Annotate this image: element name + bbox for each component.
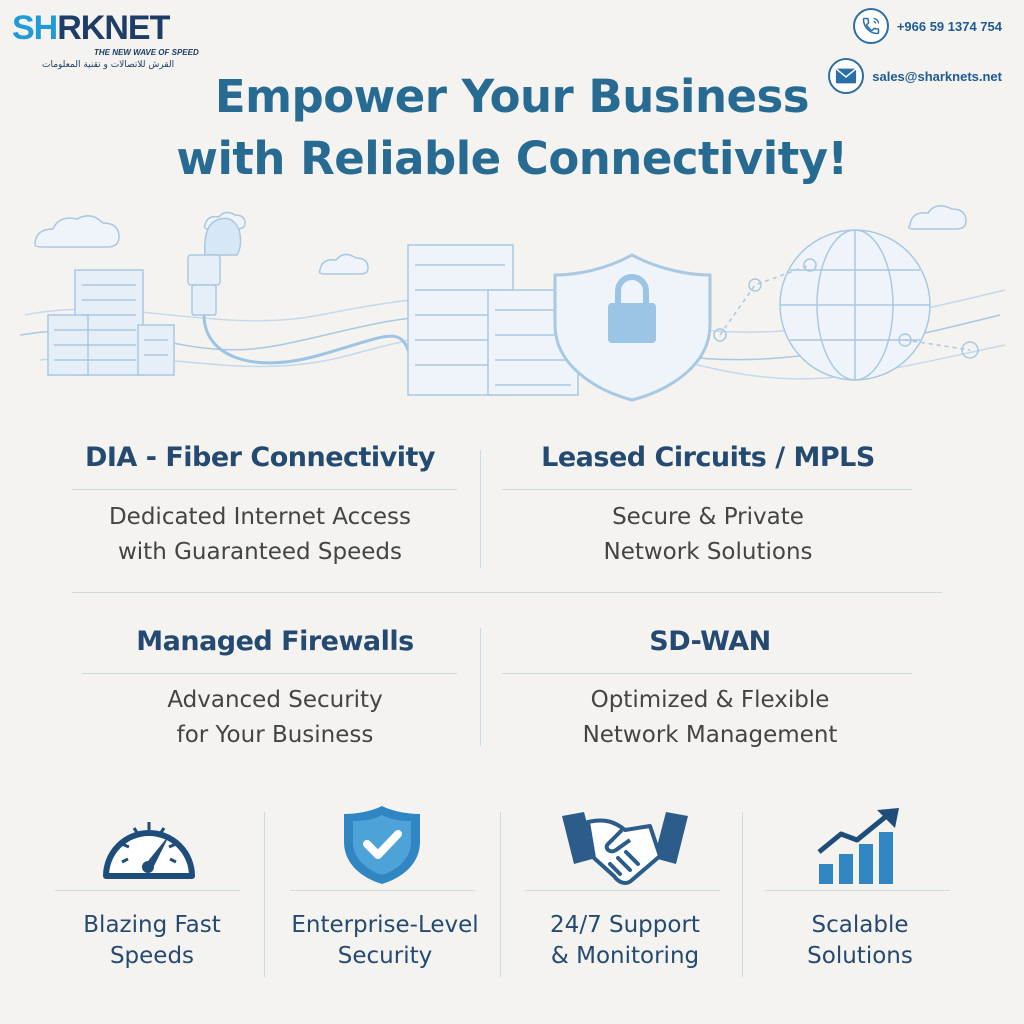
divider [525,890,720,891]
shield-check-icon [344,806,420,884]
divider [72,489,457,490]
service-desc-dia: Dedicated Internet Access with Guarantee… [108,504,412,565]
divider [502,489,912,490]
envelope-icon [828,58,865,94]
brand-wordmark: SHRKNET [12,9,170,47]
divider [502,673,912,674]
globe-icon [713,229,979,381]
handshake-icon [562,812,688,885]
feature-label-support: 24/7 Support & Monitoring [550,912,700,969]
divider [500,812,501,977]
phone-icon [852,8,889,44]
feature-label-scalable: Scalable Solutions [807,912,913,969]
divider [72,592,942,593]
service-title-sdwan: SD-WAN [649,626,771,657]
email-address: sales@sharknets.net [872,68,1002,84]
divider [480,628,481,746]
brand-tagline: THE NEW WAVE OF SPEED [94,48,199,57]
network-illustration [20,205,1006,402]
service-desc-firewalls: Advanced Security for Your Business [167,687,383,748]
divider [290,890,475,891]
service-title-firewalls: Managed Firewalls [136,626,414,657]
speedometer-icon [103,822,195,879]
divider [82,673,457,674]
divider [742,812,743,977]
feature-label-speed: Blazing Fast Speeds [83,912,221,969]
contact-email[interactable]: sales@sharknets.net [828,58,1002,94]
server-rack-icon [407,244,579,396]
service-desc-mpls: Secure & Private Network Solutions [603,504,813,565]
shield-lock-icon [553,253,712,402]
phone-number: +966 59 1374 754 [896,18,1002,34]
service-title-mpls: Leased Circuits / MPLS [541,442,875,473]
brand-logo: SHRKNET THE NEW WAVE OF SPEED القرش للات… [12,10,232,70]
divider [765,890,950,891]
fiber-cable-icon [187,217,412,365]
brand-arabic-name: القرش للاتصالات و تقنية المعلومات [42,60,175,70]
feature-label-security: Enterprise-Level Security [291,912,479,969]
divider [264,812,265,977]
cloud-icon [34,205,967,275]
service-desc-sdwan: Optimized & Flexible Network Management [582,687,838,748]
buildings-icon [47,269,175,376]
divider [55,890,240,891]
service-title-dia: DIA - Fiber Connectivity [84,442,436,473]
contact-phone[interactable]: +966 59 1374 754 [852,8,1002,44]
page-headline: Empower Your Business with Reliable Conn… [176,70,848,185]
divider [480,450,481,568]
growth-chart-icon [817,808,899,884]
